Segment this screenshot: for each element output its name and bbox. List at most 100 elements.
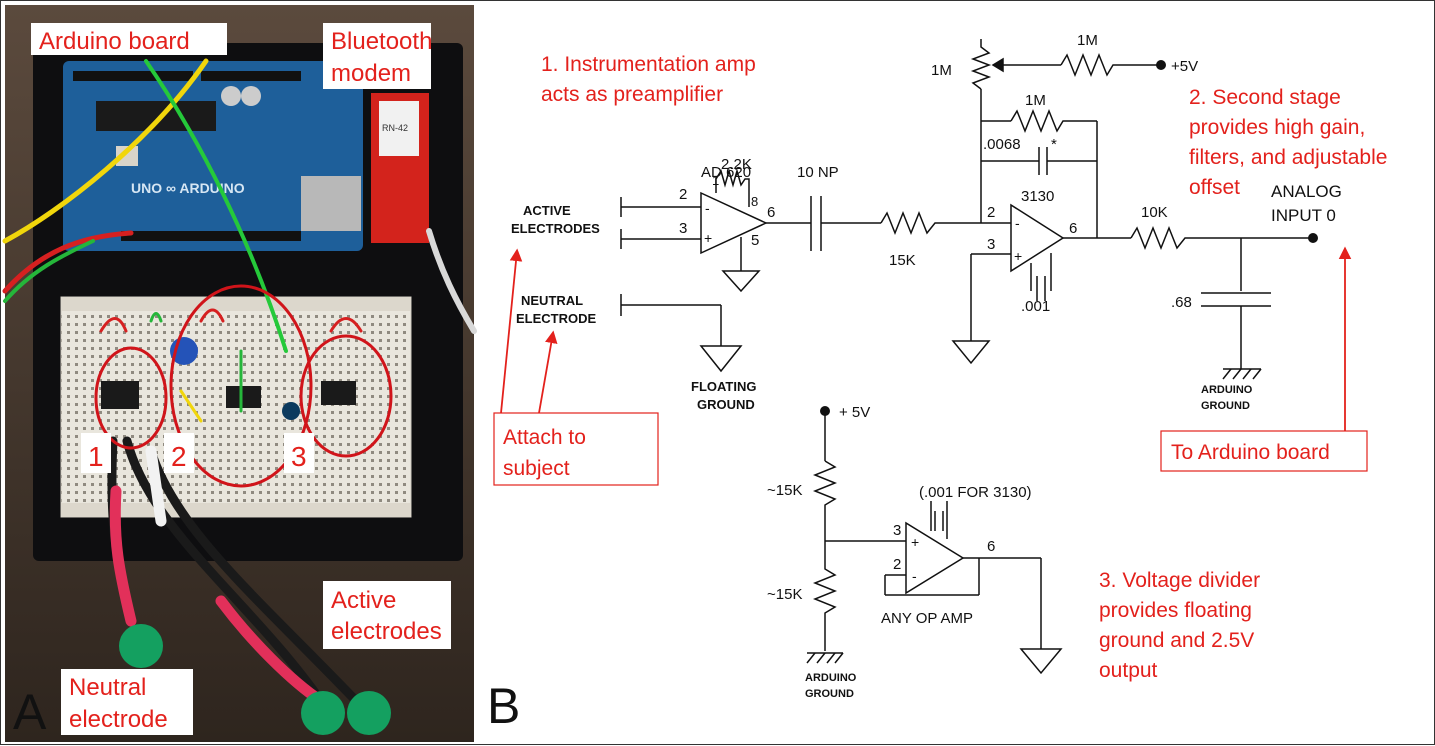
lbl-ad620-pin8: 8 <box>751 194 758 209</box>
label-stage-1-text: 1 <box>88 441 104 472</box>
lbl-op-pin3: 3 <box>987 236 995 253</box>
svg-text:RN-42: RN-42 <box>382 123 408 133</box>
floating-ground <box>699 345 743 373</box>
note-1-line-2: acts as preamplifier <box>541 83 723 106</box>
note-3-line-4: output <box>1099 659 1158 682</box>
lbl-c-10np: 10 NP <box>797 164 839 181</box>
note-2-line-2: provides high gain, <box>1189 116 1365 139</box>
annotations: 1. Instrumentation amp acts as preamplif… <box>541 53 1387 682</box>
lbl-ad620-minus: - <box>705 200 710 216</box>
div-resistor-top <box>812 460 838 541</box>
lbl-pot: 1M <box>931 62 952 79</box>
r-gain-2.2k <box>715 168 750 207</box>
lbl-r-top: 1M <box>1077 32 1098 49</box>
annotation-arrows <box>500 246 1352 431</box>
lbl-div-r1: ~15K <box>767 482 802 499</box>
lbl-div-gnd-2: GROUND <box>805 688 854 700</box>
r-top-1m <box>1060 52 1161 78</box>
electrode-cables <box>107 436 366 711</box>
photo-wires <box>2 58 477 423</box>
lbl-div-pin2: 2 <box>893 556 901 573</box>
attach-line-1: Attach to <box>503 426 586 449</box>
lbl-plus5v: +5V <box>1171 58 1198 75</box>
ad620-symbol <box>700 191 768 255</box>
lbl-floating-1: FLOATING <box>691 379 756 394</box>
lbl-r-gain: 2.2K <box>721 156 752 173</box>
voltage-divider <box>806 411 1042 664</box>
lbl-div-5v: + 5V <box>839 404 870 421</box>
any-op-amp-symbol <box>905 521 965 595</box>
to-arduino-text: To Arduino board <box>1171 441 1330 464</box>
lbl-analog-1: ANALOG <box>1271 182 1342 201</box>
lbl-r-15k: 15K <box>889 252 916 269</box>
lbl-op-plus: + <box>1014 248 1022 264</box>
arduino-logo-text: UNO ∞ ARDUINO <box>131 180 245 196</box>
lbl-r-10k: 10K <box>1141 204 1168 221</box>
div-resistor-bottom <box>812 541 838 651</box>
r-15k <box>880 210 1011 236</box>
label-bluetooth-line2: modem <box>331 60 411 87</box>
lbl-ad620-pin5: 5 <box>751 232 759 249</box>
note-3-line-3: ground and 2.5V <box>1099 629 1254 652</box>
active-electrode-pad-2 <box>347 691 391 735</box>
panel-b-schematic: B 1. Instrumentation amp acts as preampl… <box>487 32 1387 734</box>
label-active-electrodes: Active electrodes <box>323 581 451 649</box>
stage-1-circle <box>94 346 168 450</box>
lbl-c-001: .001 <box>1021 298 1050 315</box>
arduino-board: UNO ∞ ARDUINO <box>63 61 363 251</box>
lbl-div-plus: + <box>911 534 919 550</box>
stage-2-circle <box>169 284 313 488</box>
lbl-neutral-2: ELECTRODE <box>516 311 597 326</box>
lbl-active-1: ACTIVE <box>523 203 571 218</box>
panel-a-photo: UNO ∞ ARDUINO RN-42 <box>2 5 477 742</box>
lbl-neutral-1: NEUTRAL <box>521 293 583 308</box>
active-electrode-pad-1 <box>301 691 345 735</box>
lbl-op3130: 3130 <box>1021 188 1054 205</box>
note-3-line-1: 3. Voltage divider <box>1099 569 1260 592</box>
lbl-floating-2: GROUND <box>697 397 755 412</box>
label-stage-3: 3 <box>284 433 314 473</box>
divider-floating-ground <box>1019 648 1063 675</box>
label-active-line2: electrodes <box>331 618 442 645</box>
lbl-ad620-pin1: 1 <box>712 173 719 188</box>
arrow-to-neutral <box>538 330 558 414</box>
lbl-div-cap: (.001 FOR 3130) <box>919 484 1032 501</box>
op3130-symbol <box>1010 203 1065 273</box>
lbl-div-gnd-1: ARDUINO <box>805 672 857 684</box>
attach-to-subject-box: Attach to subject <box>493 412 659 486</box>
lbl-ad620-pin6: 6 <box>767 204 775 221</box>
lbl-asterisk: * <box>1051 136 1057 153</box>
stage-3-circle <box>299 334 393 458</box>
lbl-any-op-amp: ANY OP AMP <box>881 610 973 627</box>
neutral-electrode-pad <box>119 624 163 668</box>
label-stage-1: 1 <box>81 433 111 473</box>
op-ground <box>951 340 991 365</box>
lbl-r-feedback: 1M <box>1025 92 1046 109</box>
label-stage-2-text: 2 <box>171 441 187 472</box>
lbl-div-pin3: 3 <box>893 522 901 539</box>
arrow-to-active <box>500 248 523 414</box>
breadboard <box>60 296 412 518</box>
schematic-values: AD 620 2.2K 1 8 2 3 6 5 - + 10 NP 15K 31… <box>679 32 1342 627</box>
label-bluetooth-modem: Bluetooth modem <box>323 23 432 89</box>
label-active-line1: Active <box>331 587 396 614</box>
lbl-op-pin6: 6 <box>1069 220 1077 237</box>
r-10k <box>1130 225 1313 251</box>
note-2-line-3: filters, and adjustable <box>1189 146 1387 169</box>
label-stage-2: 2 <box>164 433 194 473</box>
lbl-arduino-gnd-1: ARDUINO <box>1201 384 1253 396</box>
schematic-wires <box>620 39 1313 380</box>
label-arduino-board-text: Arduino board <box>39 28 190 55</box>
lbl-div-minus: - <box>912 568 917 584</box>
label-arduino-board: Arduino board <box>31 23 227 55</box>
lbl-div-r2: ~15K <box>767 586 802 603</box>
r-feedback-1m <box>1010 108 1097 134</box>
lbl-arduino-gnd-2: GROUND <box>1201 400 1250 412</box>
to-arduino-box: To Arduino board <box>1160 430 1368 472</box>
label-neutral-line2: electrode <box>69 706 168 733</box>
attach-line-2: subject <box>503 457 570 480</box>
label-neutral-line1: Neutral <box>69 674 146 701</box>
label-neutral-electrode: Neutral electrode <box>61 669 193 735</box>
